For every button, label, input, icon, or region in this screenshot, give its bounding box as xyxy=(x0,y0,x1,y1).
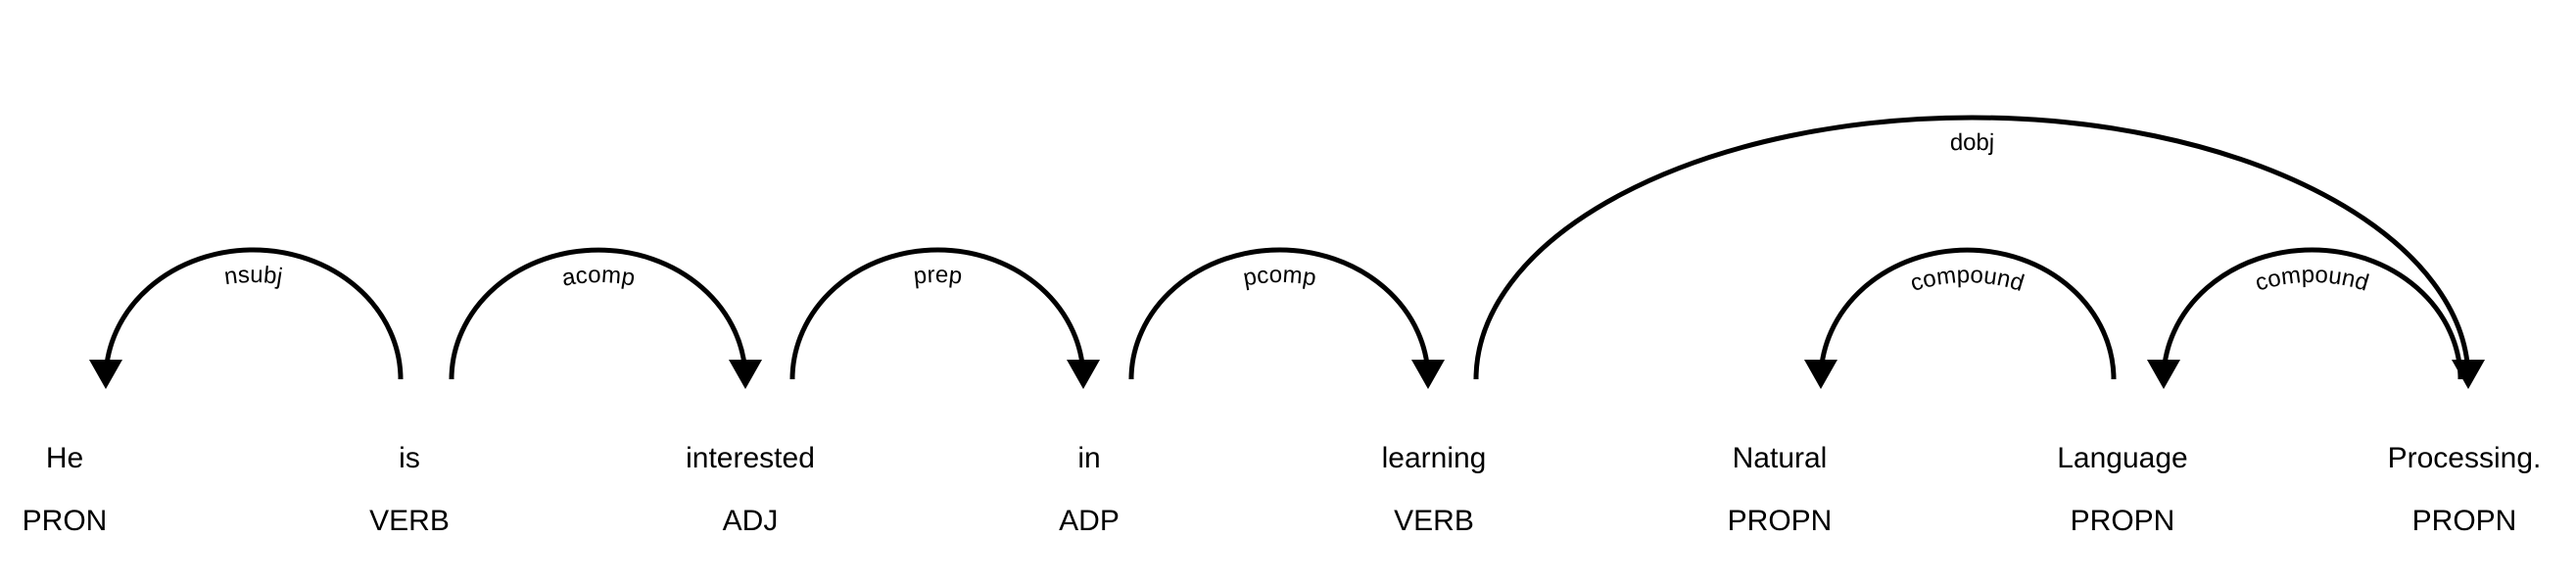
token-tag-7: PROPN xyxy=(2412,505,2517,537)
token-word-7: Processing. xyxy=(2388,442,2542,474)
dep-arc-label-compound: compound xyxy=(2252,262,2371,297)
dep-arc-label-prep: prep xyxy=(912,262,963,290)
token-tag-1: VERB xyxy=(369,505,450,537)
dep-arc-dobj xyxy=(1473,115,2471,380)
token-tag-3: ADP xyxy=(1059,505,1120,537)
dep-arc-nsubj xyxy=(103,247,404,380)
dep-arc-label-dobj: dobj xyxy=(1950,129,1995,156)
dep-arc-pcomp xyxy=(1128,247,1431,380)
dep-arc-acomp xyxy=(449,247,748,380)
token-tag-6: PROPN xyxy=(2071,505,2175,537)
arrowhead-icon xyxy=(1411,360,1445,389)
arrowhead-icon xyxy=(2452,360,2485,389)
arrowhead-icon xyxy=(89,360,122,389)
token-word-4: learning xyxy=(1382,442,1487,474)
arrowhead-icon xyxy=(2147,360,2180,389)
dep-arc-compound xyxy=(1818,247,2117,380)
arrowhead-icon xyxy=(1804,360,1837,389)
dep-arc-prep xyxy=(789,247,1086,380)
arrowhead-icon xyxy=(1067,360,1100,389)
token-tag-4: VERB xyxy=(1394,505,1474,537)
token-word-2: interested xyxy=(686,442,815,474)
dep-arc-label-pcomp: pcomp xyxy=(1241,262,1318,292)
token-tag-2: ADJ xyxy=(723,505,779,537)
dep-arc-compound xyxy=(2161,247,2463,380)
dep-arc-label-nsubj: nsubj xyxy=(222,262,284,290)
token-word-6: Language xyxy=(2057,442,2187,474)
token-word-3: in xyxy=(1077,442,1100,474)
token-tag-0: PRON xyxy=(23,505,108,537)
arrowhead-icon xyxy=(729,360,762,389)
dep-arc-label-compound: compound xyxy=(1907,262,2027,297)
token-word-0: He xyxy=(46,442,83,474)
token-tag-5: PROPN xyxy=(1728,505,1833,537)
token-word-5: Natural xyxy=(1733,442,1828,474)
dep-arc-label-acomp: acomp xyxy=(560,262,638,292)
token-word-1: is xyxy=(399,442,420,474)
